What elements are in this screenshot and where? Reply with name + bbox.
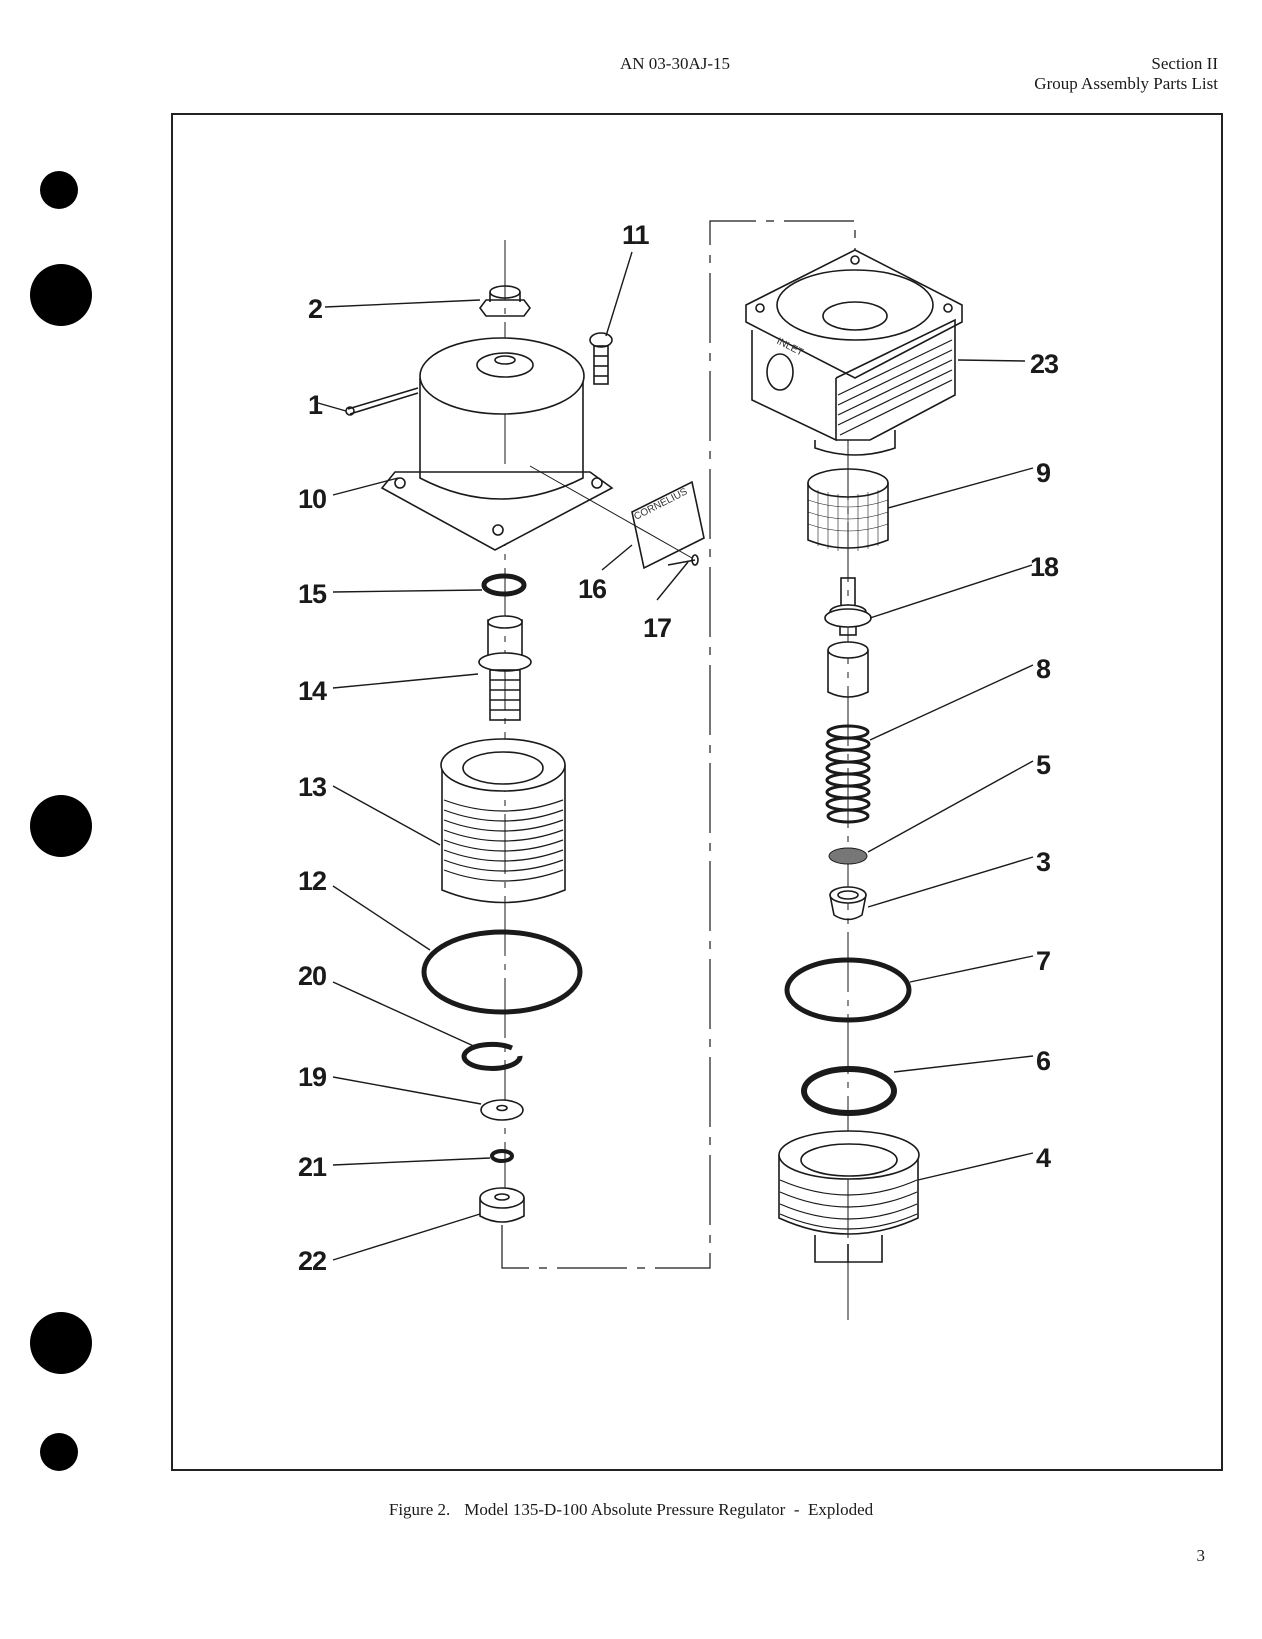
callout-3: 3 bbox=[1036, 847, 1051, 877]
callout-23: 23 bbox=[1030, 349, 1059, 379]
document-number: AN 03-30AJ-15 bbox=[620, 54, 731, 73]
callout-6: 6 bbox=[1036, 1046, 1051, 1076]
callout-9: 9 bbox=[1036, 458, 1051, 488]
callout-1: 1 bbox=[308, 390, 323, 420]
punch-hole bbox=[40, 1433, 78, 1471]
section-title: Group Assembly Parts List bbox=[1034, 74, 1218, 93]
bushing-part-22 bbox=[479, 1187, 525, 1223]
retaining-ring-part-20 bbox=[461, 1041, 523, 1071]
o-ring-part-6 bbox=[801, 1066, 897, 1116]
adjusting-screw-part-14 bbox=[478, 615, 532, 721]
cotter-pin-part-1 bbox=[345, 387, 419, 416]
callout-8: 8 bbox=[1036, 654, 1051, 684]
callout-15: 15 bbox=[298, 579, 327, 609]
callout-2: 2 bbox=[308, 294, 322, 324]
figure-frame bbox=[171, 113, 1223, 1471]
punch-hole bbox=[30, 264, 92, 326]
callout-4: 4 bbox=[1036, 1143, 1051, 1173]
cover-part-10 bbox=[380, 337, 614, 551]
o-ring-part-12 bbox=[421, 929, 583, 1015]
callout-17: 17 bbox=[643, 613, 671, 643]
callout-13: 13 bbox=[298, 772, 327, 802]
hex-nut-part-2 bbox=[479, 285, 531, 317]
callout-14: 14 bbox=[298, 676, 327, 706]
punch-hole bbox=[30, 795, 92, 857]
figure-caption: Figure 2. Model 135-D-100 Absolute Pressu… bbox=[0, 1500, 1262, 1520]
valve-seat-part-3 bbox=[829, 886, 867, 921]
callout-10: 10 bbox=[298, 484, 326, 514]
section-label: Section II bbox=[1151, 54, 1218, 73]
washer-part-19 bbox=[480, 1099, 524, 1121]
callout-12: 12 bbox=[298, 866, 326, 896]
filter-screen-part-9 bbox=[807, 468, 889, 552]
screw-part-11 bbox=[589, 332, 613, 385]
callout-21: 21 bbox=[298, 1152, 327, 1182]
o-ring-part-21 bbox=[490, 1149, 514, 1163]
callout-18: 18 bbox=[1030, 552, 1059, 582]
valve-body-part-23 bbox=[745, 249, 963, 456]
spring-part-8 bbox=[825, 724, 871, 824]
callout-22: 22 bbox=[298, 1246, 326, 1276]
callout-20: 20 bbox=[298, 961, 326, 991]
o-ring-part-7 bbox=[784, 957, 912, 1023]
callout-19: 19 bbox=[298, 1062, 327, 1092]
figure-label: Figure 2. bbox=[388, 1500, 451, 1519]
o-ring-part-15 bbox=[481, 573, 527, 597]
valve-stem-part-18 bbox=[824, 577, 872, 698]
punch-hole bbox=[40, 171, 78, 209]
page-number: 3 bbox=[1196, 1546, 1206, 1565]
punch-hole bbox=[30, 1312, 92, 1374]
section-heading: Section II Group Assembly Parts List bbox=[1034, 54, 1218, 94]
housing-part-13 bbox=[440, 738, 566, 904]
callout-7: 7 bbox=[1036, 946, 1050, 976]
callout-5: 5 bbox=[1036, 750, 1051, 780]
callout-11: 11 bbox=[622, 220, 650, 250]
figure-title: Model 135-D-100 Absolute Pressure Regula… bbox=[464, 1500, 874, 1519]
plug-part-4 bbox=[778, 1130, 920, 1263]
drive-screw-part-17 bbox=[667, 554, 699, 566]
callout-16: 16 bbox=[578, 574, 607, 604]
nameplate-part-16 bbox=[529, 465, 705, 570]
screen-disc-part-5 bbox=[828, 847, 868, 865]
